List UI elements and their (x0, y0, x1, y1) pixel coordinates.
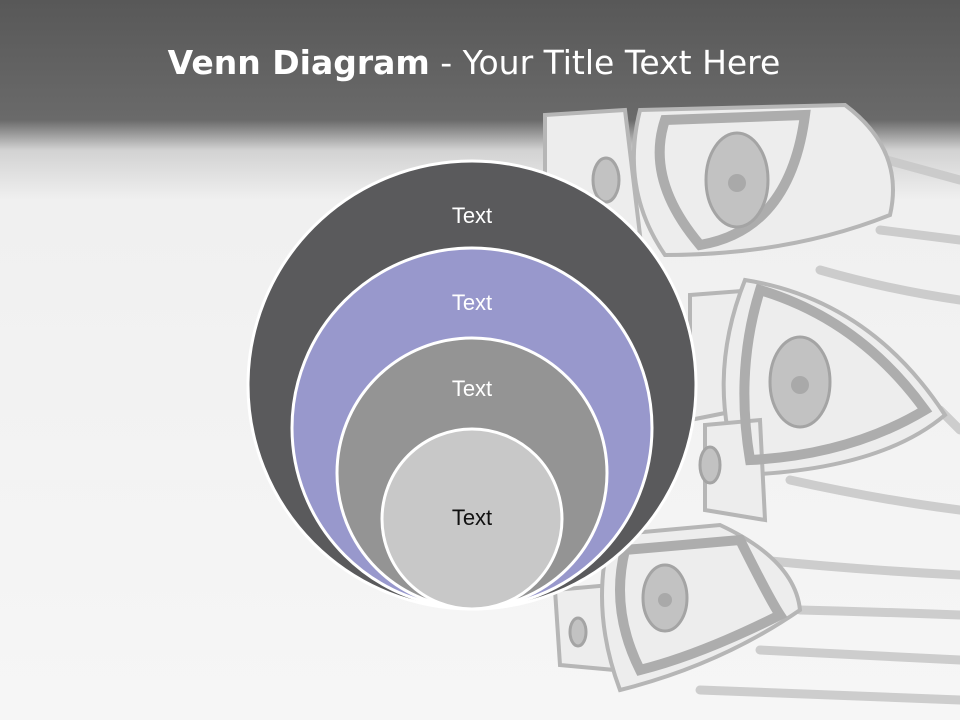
circle-inner (380, 427, 564, 611)
slide-title: Venn Diagram - Your Title Text Here (168, 28, 781, 98)
circle-inner-label: Text (452, 505, 492, 530)
title-rest-part: - Your Title Text Here (429, 43, 781, 82)
circle-second-label: Text (452, 290, 492, 315)
title-bar: Venn Diagram - Your Title Text Here (0, 28, 960, 98)
circle-third-label: Text (452, 376, 492, 401)
circle-outer-label: Text (452, 203, 492, 228)
title-bold-part: Venn Diagram (167, 43, 430, 82)
